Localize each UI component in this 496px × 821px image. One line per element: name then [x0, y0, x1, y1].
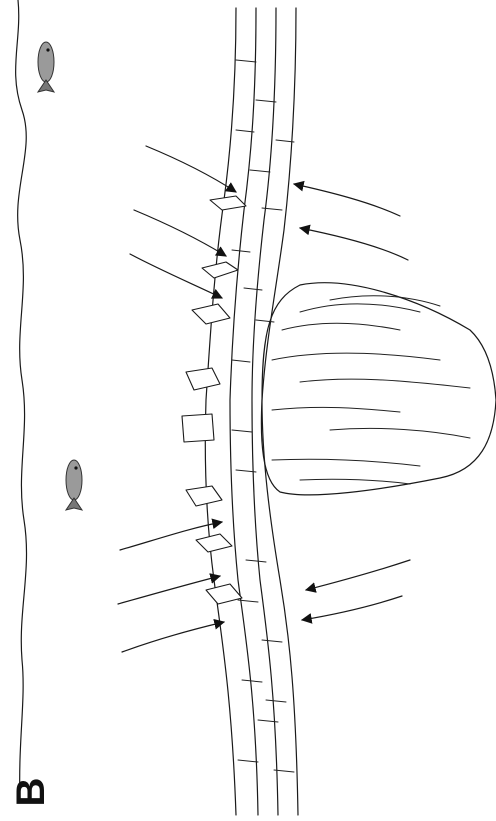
broken-blocks: [182, 196, 246, 604]
dome-striations: [272, 296, 470, 484]
arrow-icon: [302, 596, 402, 620]
rock-layers: [205, 8, 298, 815]
arrow-icon: [294, 184, 400, 216]
arrow-icon: [306, 560, 410, 590]
fish-icon: [38, 42, 54, 92]
arrow-icon: [130, 254, 222, 298]
arrow-icon: [300, 228, 408, 260]
arrow-icon: [146, 146, 236, 192]
arrow-icon: [118, 576, 220, 604]
arrow-icon: [122, 622, 224, 652]
arrows-left: [118, 146, 236, 652]
seafloor-line: [16, 0, 27, 800]
fish-icon: [66, 460, 82, 510]
arrow-icon: [134, 210, 226, 256]
arrows-right: [294, 184, 410, 620]
dome-body: [261, 283, 496, 495]
panel-label: B: [9, 778, 53, 807]
